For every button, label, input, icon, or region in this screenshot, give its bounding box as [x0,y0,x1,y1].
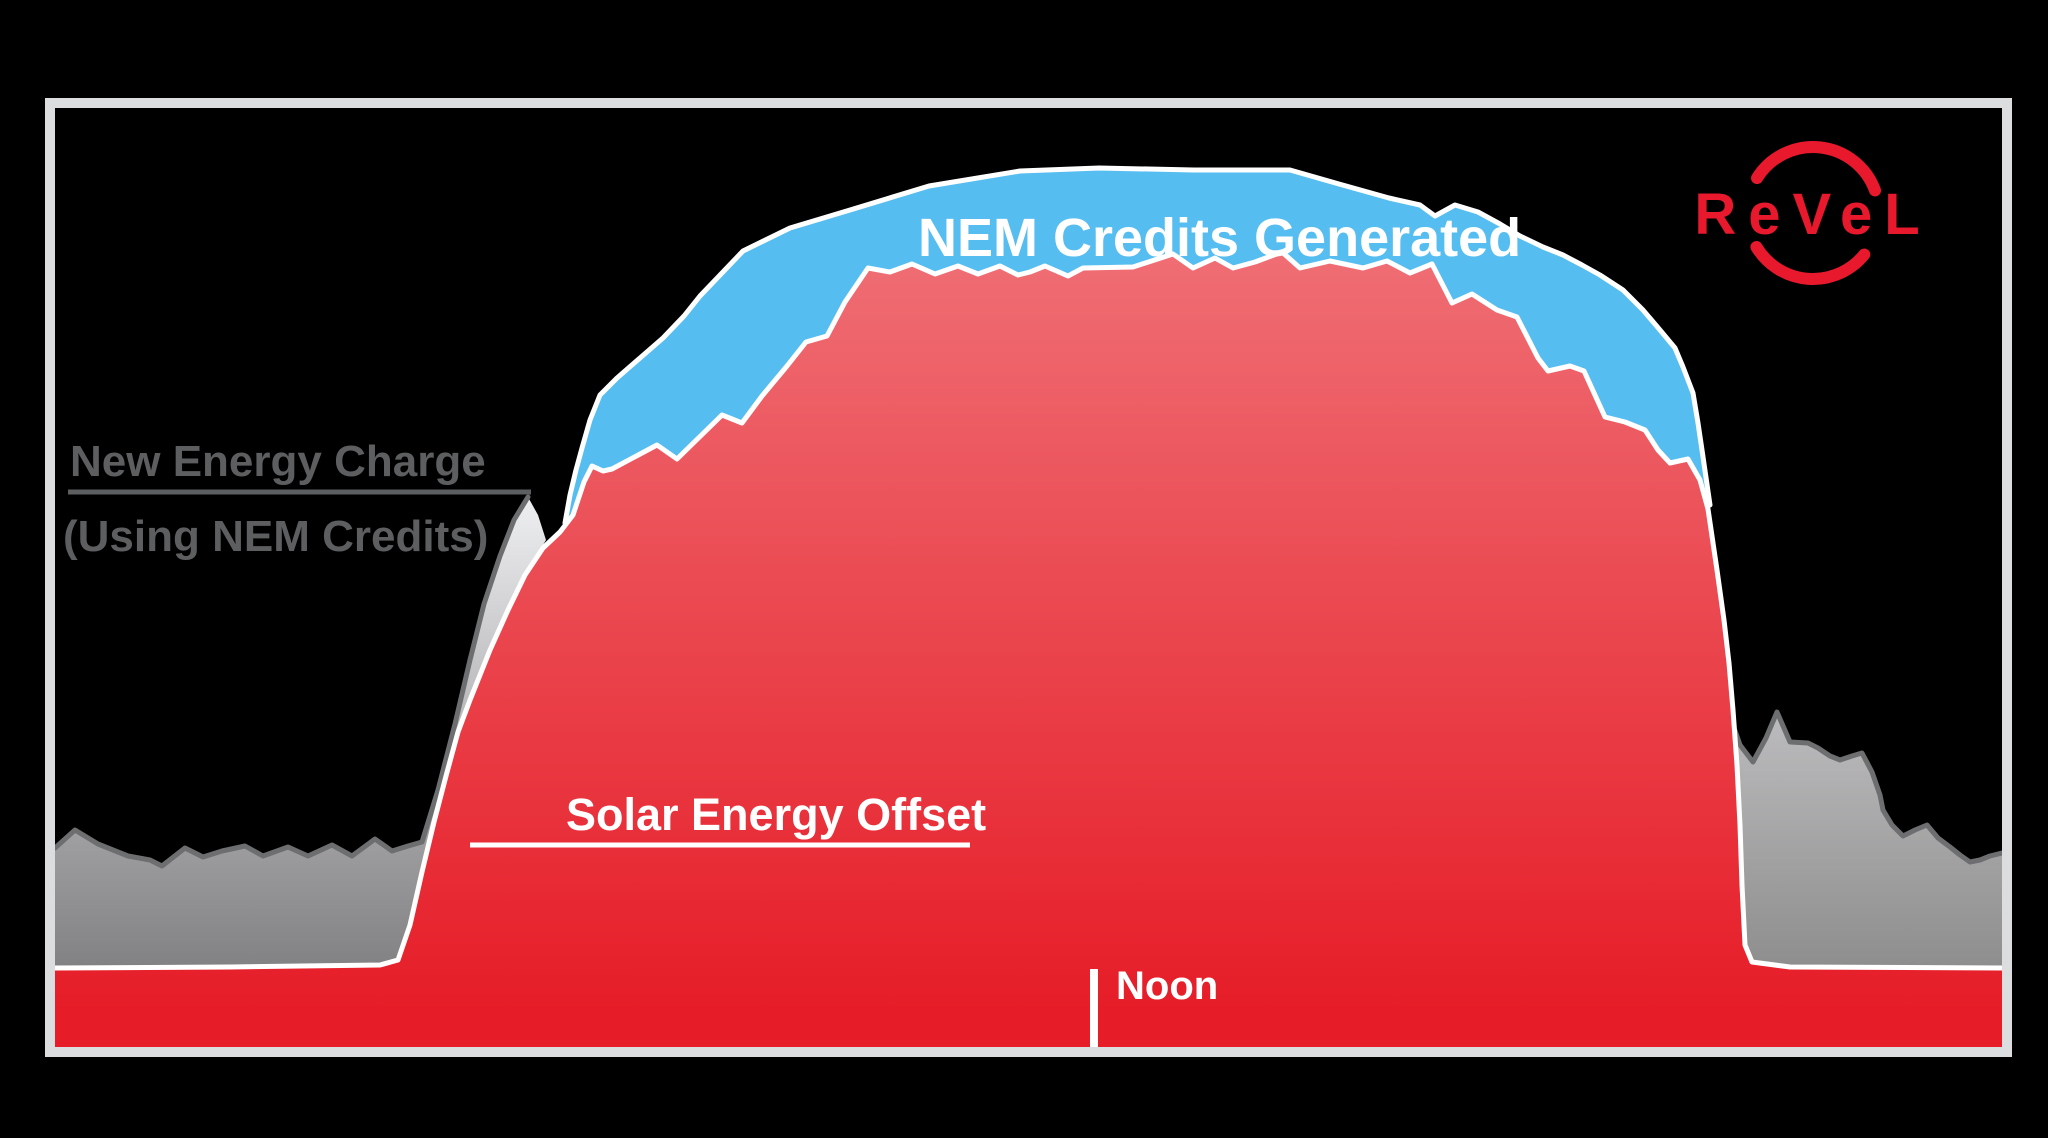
plot-area: New Energy Charge (Using NEM Credits) NE… [55,141,2002,1047]
revel-logo: ReVeL [1689,141,1931,285]
label-nem-credits-generated: NEM Credits Generated [918,208,1521,268]
label-new-energy-charge-line1: New Energy Charge [70,437,486,486]
solar-offset-outline [55,249,2002,971]
revel-logo-wordmark: ReVeL [1694,182,1931,247]
noon-tick-mark [1090,969,1098,1047]
label-noon: Noon [1116,964,1218,1008]
revel-logo-ring-bottom-arc [1750,240,1871,285]
solar-offset-area [55,252,2002,1047]
grid-charge-outline-evening [1730,709,2002,865]
grid-charge-area-evening [1733,712,2002,966]
nem-credits-outline [562,165,1713,526]
grid-charge-area-morning [55,497,546,966]
label-solar-energy-offset: Solar Energy Offset [566,789,986,840]
label-new-energy-charge-line2: (Using NEM Credits) [63,512,488,561]
revel-logo-ring-top-arc [1751,141,1882,197]
grid-charge-outline-morning [55,494,531,869]
chart-frame-border [45,98,2012,1057]
